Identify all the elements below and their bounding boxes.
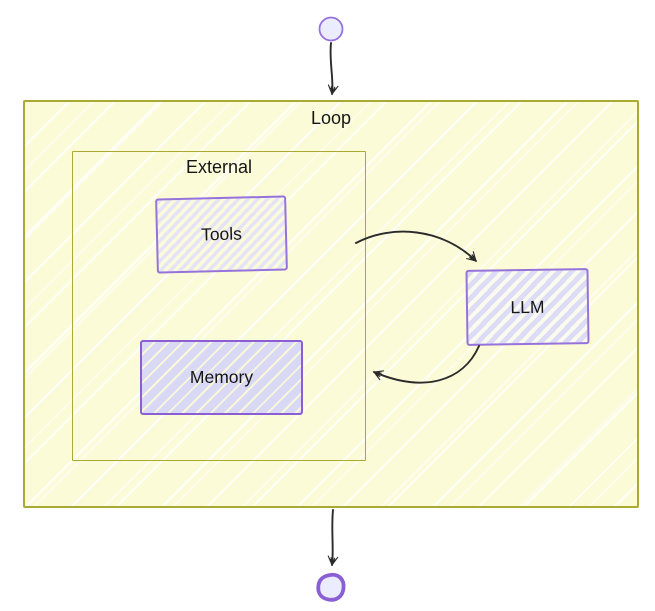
llm-node: LLM	[465, 268, 590, 346]
loop-subgraph-label: Loop	[310, 108, 352, 128]
end-node-circle	[316, 572, 346, 602]
memory-node-label: Memory	[189, 367, 254, 387]
tools-node-label: Tools	[200, 223, 243, 245]
edge-loop-to-end	[327, 509, 339, 566]
tools-node: Tools	[155, 195, 288, 274]
edge-start-to-loop	[327, 42, 339, 95]
external-subgraph: External	[72, 151, 366, 461]
llm-node-label: LLM	[510, 296, 545, 317]
start-node-circle	[318, 16, 344, 42]
memory-node: Memory	[140, 340, 303, 415]
external-subgraph-label: External	[185, 157, 253, 177]
